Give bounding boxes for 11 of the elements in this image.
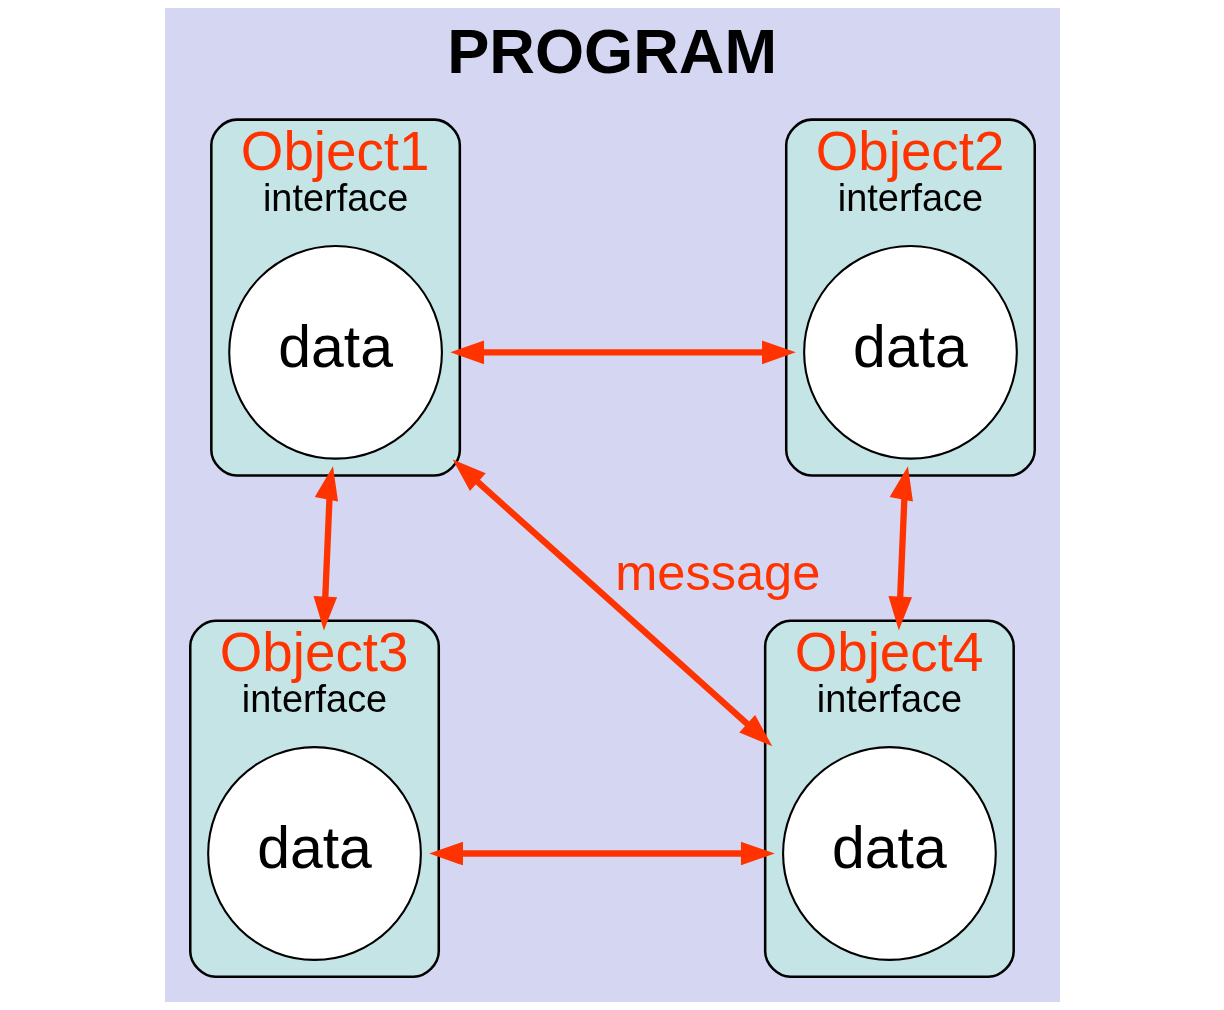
arrow xyxy=(452,459,772,747)
arrow xyxy=(887,466,913,631)
node-circle: data xyxy=(802,244,1018,460)
node-circle: data xyxy=(227,244,443,460)
arrow xyxy=(449,340,796,365)
edge-label: message xyxy=(614,543,820,601)
node-circle: data xyxy=(206,746,422,961)
arrow xyxy=(428,841,775,866)
arrow xyxy=(313,466,338,631)
node-circle: data xyxy=(781,746,997,961)
diagram-title: PROGRAM xyxy=(446,16,777,87)
